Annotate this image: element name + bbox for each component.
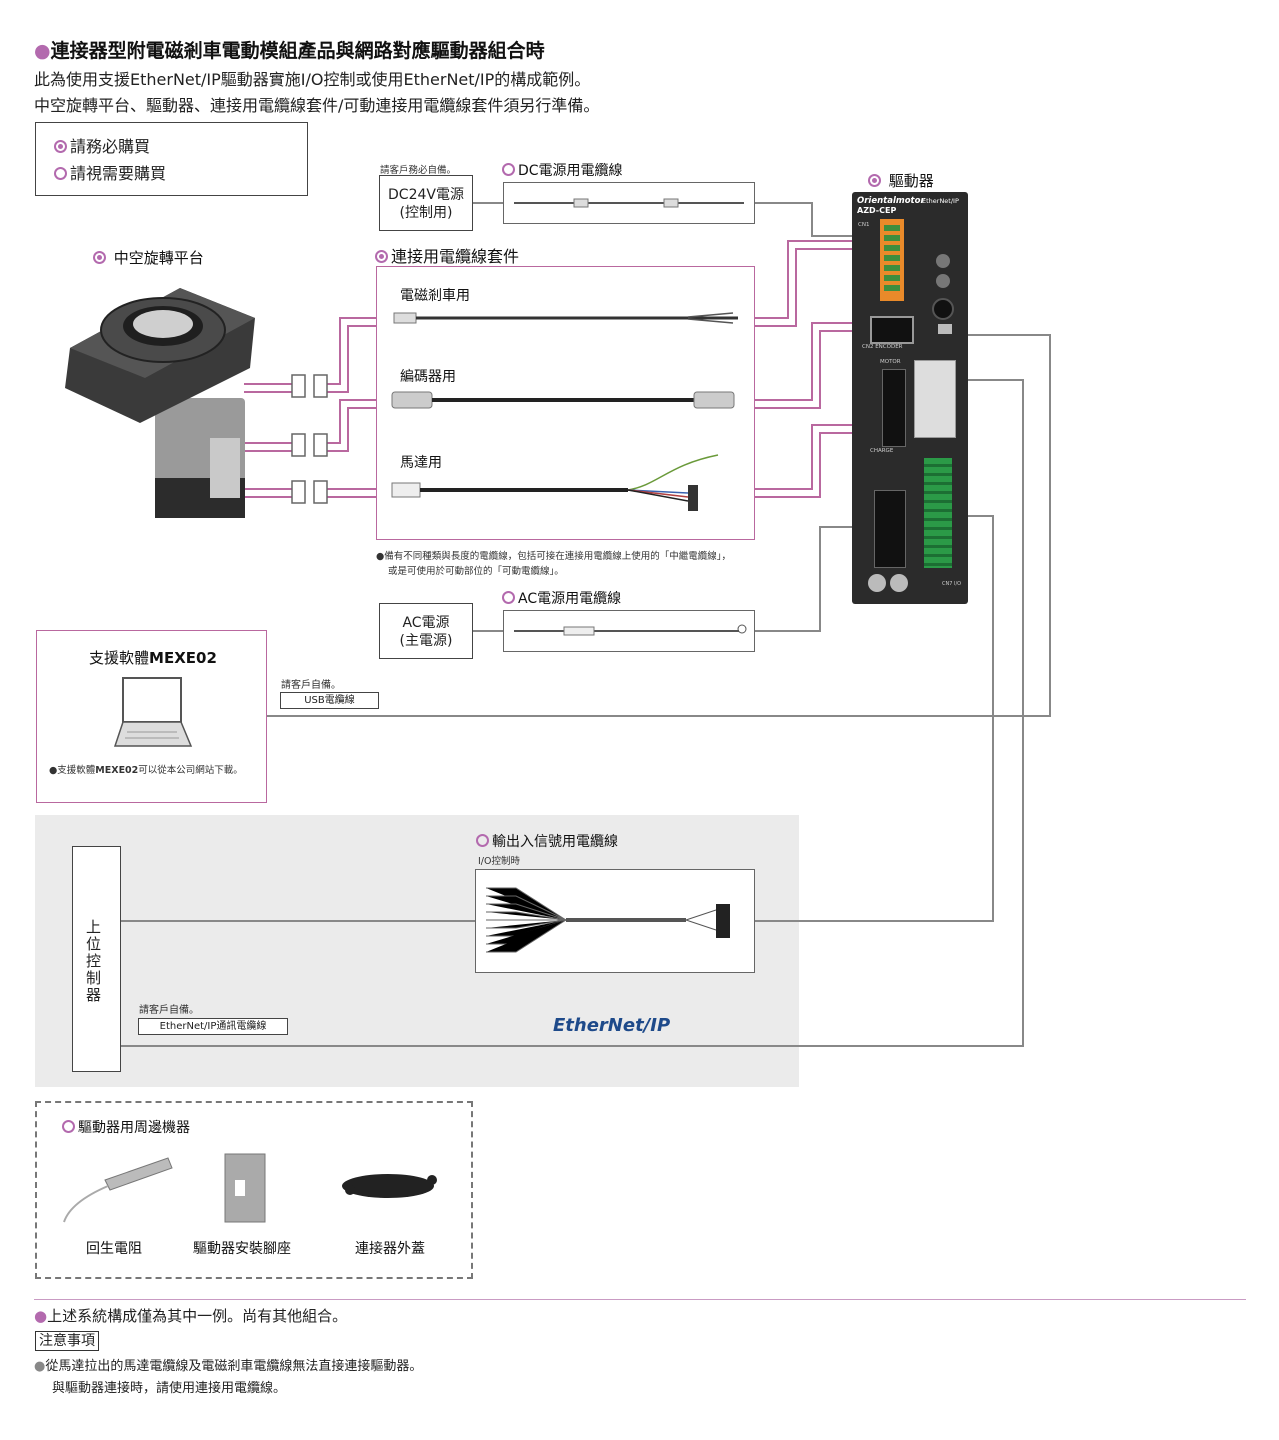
optional-dot-icon [62, 1120, 75, 1133]
bullet-icon: ● [34, 1359, 46, 1374]
usb-customer-note: 請客戶自備。 [281, 680, 341, 691]
motor-cable-label: 馬達用 [400, 455, 442, 471]
bullet-icon: ● [34, 40, 51, 62]
cable-kit-note-1: ●備有不同種類與長度的電纜線，包括可接在連接用電纜線上使用的「中繼電纜線」， [376, 551, 732, 562]
usb-cable-label: USB電纜線 [280, 692, 379, 709]
dc-cable-label: DC電源用電纜線 [502, 160, 623, 180]
ac-supply-box: AC電源 (主電源) [379, 603, 473, 659]
legend-optional: 請視需要購買 [54, 160, 307, 187]
io-cable-image [486, 887, 730, 953]
acc-mount-label: 驅動器安裝腳座 [193, 1241, 291, 1257]
ethernet-ip-logo: EtherNet/IP [553, 1015, 671, 1036]
motor-port [882, 369, 906, 447]
acc-resistor-label: 回生電阻 [86, 1241, 142, 1257]
accessories-box [35, 1101, 473, 1279]
acc-cover-label: 連接器外蓋 [355, 1241, 425, 1257]
ground-screw [868, 574, 886, 592]
intro-line-1: 此為使用支援EtherNet/IP驅動器實施I/O控制或使用EtherNet/I… [34, 70, 591, 89]
rotary-table-label: 中空旋轉平台 [93, 247, 204, 268]
cable-kit-label: 連接用電纜線套件 [375, 243, 519, 267]
ethernet-ports [914, 360, 956, 438]
io-cable-box [475, 869, 755, 973]
encoder-cable-label: 編碼器用 [400, 369, 456, 385]
footer-note: ●上述系統構成僅為其中一例。尚有其他組合。 [34, 1307, 348, 1325]
caution-line-1: ●從馬達拉出的馬達電纜線及電磁剎車電纜線無法直接連接驅動器。 [34, 1359, 423, 1374]
page-title: ●連接器型附電磁剎車電動模組產品與網路對應驅動器組合時 [34, 40, 545, 62]
intro-line-2: 中空旋轉平台、驅動器、連接用電纜線套件/可動連接用電纜線套件須另行準備。 [34, 96, 600, 115]
optional-dot-icon [54, 167, 67, 180]
dc-cable-image [514, 198, 744, 208]
required-dot-icon [375, 250, 388, 263]
ac-cable-label: AC電源用電纜線 [502, 588, 621, 608]
accessories-images [63, 1153, 437, 1223]
driver-label: 驅動器 [868, 170, 934, 191]
rotary-switch [936, 254, 950, 268]
caution-label: 注意事項 [35, 1331, 99, 1351]
dial [932, 298, 954, 320]
bullet-icon: ● [34, 1307, 48, 1325]
dc-cable-box [503, 182, 755, 224]
dc-customer-note: 請客戶務必自備。 [380, 165, 457, 176]
legend: 請務必購買 請視需要購買 [35, 122, 308, 196]
required-dot-icon [54, 140, 67, 153]
optional-dot-icon [502, 591, 515, 604]
required-dot-icon [93, 251, 106, 264]
rotary-switch [936, 274, 950, 288]
host-controller-box: 上位控制器 [72, 846, 121, 1072]
software-note: ●支援軟體MEXE02可以從本公司網站下載。 [49, 765, 243, 776]
eth-cable-label: EtherNet/IP通訊電纜線 [138, 1018, 288, 1035]
required-dot-icon [868, 174, 881, 187]
optional-dot-icon [476, 834, 489, 847]
connector-cover-image [342, 1174, 437, 1198]
power-terminal [874, 490, 906, 568]
ac-cable-box [503, 610, 755, 652]
eth-customer-note: 請客戶自備。 [139, 1005, 199, 1016]
rotary-table-image [65, 288, 255, 518]
laptop-image [113, 677, 193, 747]
regenerative-resistor-image [63, 1157, 173, 1223]
driver-image: Orientalmotor EtherNet/IP AZD-CEP CN1 CN… [852, 192, 968, 604]
software-box: 支援軟體MEXE02 ●支援軟體MEXE02可以從本公司網站下載。 [36, 630, 267, 803]
accessories-title: 驅動器用周邊機器 [62, 1117, 190, 1137]
caution-line-2: 與驅動器連接時，請使用連接用電纜線。 [52, 1381, 287, 1396]
cable-kit-note-2: 或是可使用於可動部位的「可動電纜線」。 [388, 566, 564, 577]
cn7-io-terminal [924, 458, 952, 568]
legend-required: 請務必購買 [54, 133, 307, 160]
mounting-bracket-image [224, 1153, 266, 1223]
footer-divider [34, 1299, 1246, 1300]
software-title: 支援軟體MEXE02 [89, 649, 217, 667]
cable-kit-cables [391, 312, 738, 511]
usb-port [938, 324, 952, 334]
brake-cable-label: 電磁剎車用 [400, 288, 470, 304]
dc-supply-box: DC24V電源 (控制用) [379, 175, 473, 231]
host-controller-label: 上位控制器 [86, 918, 102, 1004]
ac-cable-image [514, 624, 747, 636]
ground-screw [890, 574, 908, 592]
cn2-encoder-port [870, 316, 914, 344]
io-control-note: I/O控制時 [478, 856, 520, 867]
io-cable-label: 輸出入信號用電纜線 [476, 831, 618, 851]
optional-dot-icon [502, 163, 515, 176]
